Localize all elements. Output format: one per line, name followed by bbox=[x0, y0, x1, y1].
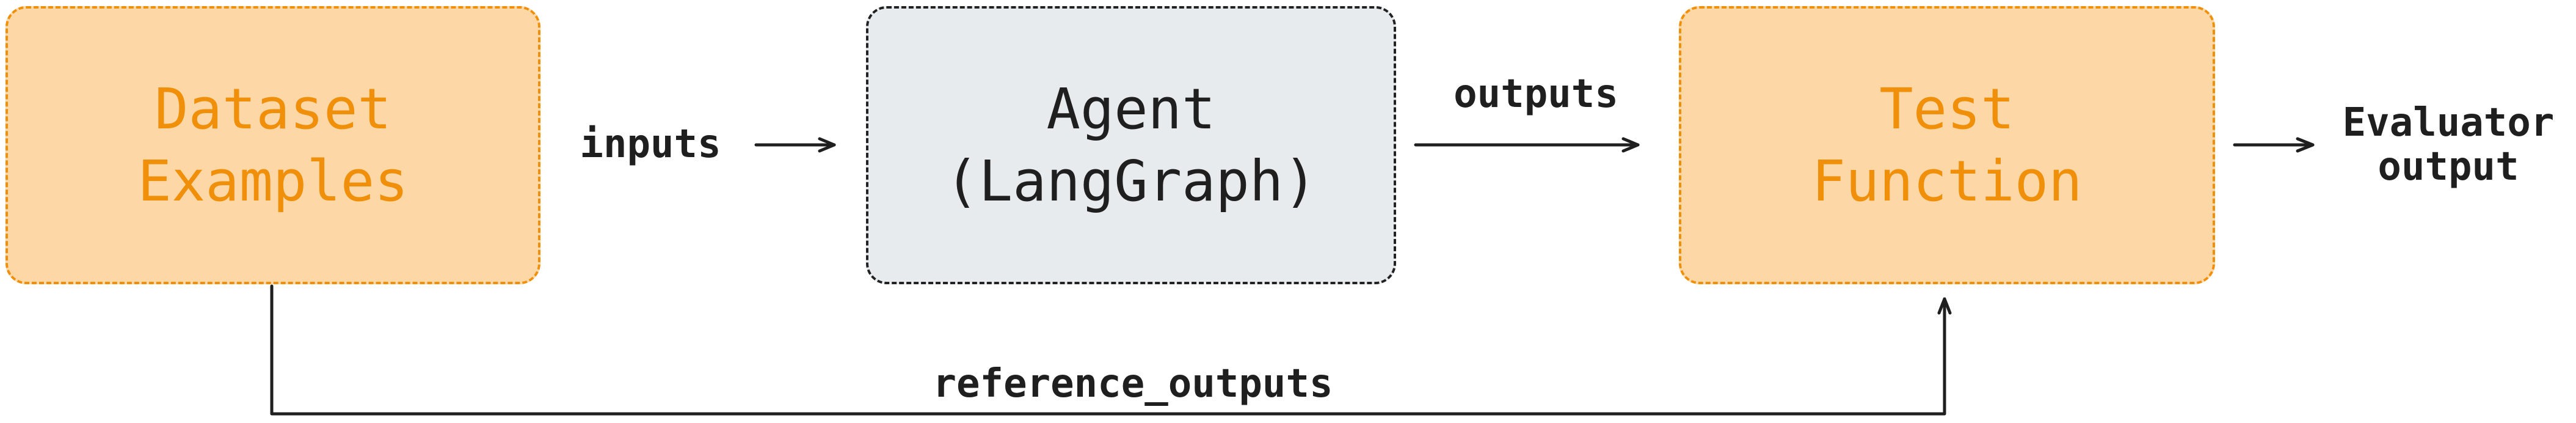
agent-node: Agent (LangGraph) bbox=[866, 6, 1396, 284]
evaluator-arrow bbox=[2233, 137, 2315, 153]
dataset-examples-node: Dataset Examples bbox=[5, 6, 540, 284]
reference-outputs-arrow bbox=[270, 284, 1952, 416]
inputs-label: inputs bbox=[580, 122, 721, 167]
agent-label: Agent (LangGraph) bbox=[945, 76, 1317, 214]
outputs-label: outputs bbox=[1454, 72, 1618, 117]
inputs-arrow bbox=[754, 137, 836, 153]
reference-outputs-label: reference_outputs bbox=[933, 361, 1333, 406]
evaluator-output-label: Evaluator output bbox=[2342, 100, 2555, 189]
outputs-arrow bbox=[1414, 137, 1640, 153]
dataset-examples-label: Dataset Examples bbox=[137, 76, 409, 214]
test-function-label: Test Function bbox=[1811, 76, 2083, 214]
test-function-node: Test Function bbox=[1679, 6, 2215, 284]
